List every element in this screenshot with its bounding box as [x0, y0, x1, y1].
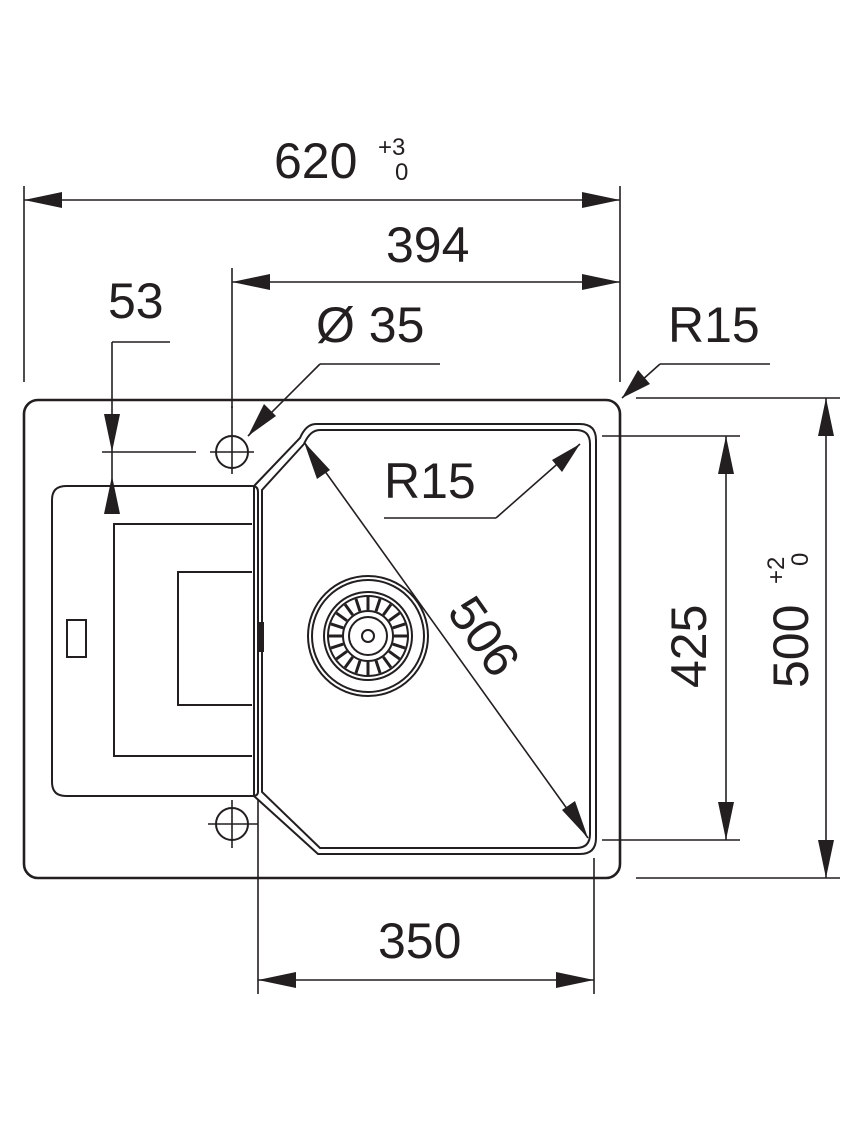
strainer-slot — [335, 611, 348, 622]
strainer-slot — [388, 611, 401, 622]
dimension-bowl-length — [602, 435, 740, 841]
drainer-step-inner — [177, 571, 252, 706]
dimension-overall-width — [23, 186, 621, 382]
bowl-width-label: 350 — [378, 913, 461, 969]
strainer-slot — [354, 598, 362, 612]
overall-length-label: 500 — [763, 605, 819, 688]
strainer-slot — [374, 660, 382, 674]
bowl-outline-inner — [261, 429, 591, 849]
tap-hole-top-icon — [210, 406, 254, 474]
overall-width-tol-upper: +3 — [378, 134, 405, 161]
bowl-diagonal-label: 506 — [437, 586, 531, 686]
bowl-corner-radius-label: R15 — [384, 453, 476, 509]
dimension-bowl-corner-radius — [384, 443, 581, 519]
overall-width-tol-lower: 0 — [395, 159, 408, 186]
outer-corner-radius-label: R15 — [668, 297, 760, 353]
strainer-slot — [388, 650, 401, 661]
strainer-slot — [392, 642, 406, 650]
strainer-slot — [330, 642, 344, 650]
bowl-offset-width-label: 394 — [386, 217, 469, 273]
overall-length-tol-upper: +2 — [763, 557, 790, 584]
strainer-slot — [335, 650, 348, 661]
dimension-bowl-width — [257, 800, 595, 994]
sink-outer-outline — [22, 398, 622, 880]
strainer-slot — [330, 622, 344, 630]
drain-strainer-icon — [307, 575, 429, 697]
bowl-outline-outer — [253, 423, 597, 855]
drainer-step-outer — [113, 523, 252, 757]
tap-hole-bottom-icon — [208, 800, 258, 848]
strainer-slot — [392, 622, 406, 630]
dimension-overall-length — [636, 397, 840, 879]
strainer-slot — [382, 656, 393, 669]
tap-hole-offset-label: 53 — [108, 273, 164, 329]
drainer-board-outline — [51, 485, 259, 797]
dimension-tap-hole-diameter — [247, 363, 440, 437]
dimension-bowl-diagonal — [303, 441, 589, 839]
dimension-outer-corner-radius — [621, 363, 770, 399]
strainer-slot — [374, 598, 382, 612]
dimension-bowl-offset-width — [231, 268, 620, 408]
tap-hole-diameter-label: Ø 35 — [316, 297, 424, 353]
strainer-slot — [354, 660, 362, 674]
strainer-slot — [343, 603, 354, 616]
strainer-slot — [382, 603, 393, 616]
overflow-slot — [66, 619, 87, 658]
dimension-tap-hole-offset — [102, 341, 196, 514]
overall-length-tol-lower: 0 — [787, 553, 814, 566]
bowl-length-label: 425 — [661, 605, 717, 688]
overall-width-label: 620 — [274, 133, 357, 189]
strainer-slot — [343, 656, 354, 669]
